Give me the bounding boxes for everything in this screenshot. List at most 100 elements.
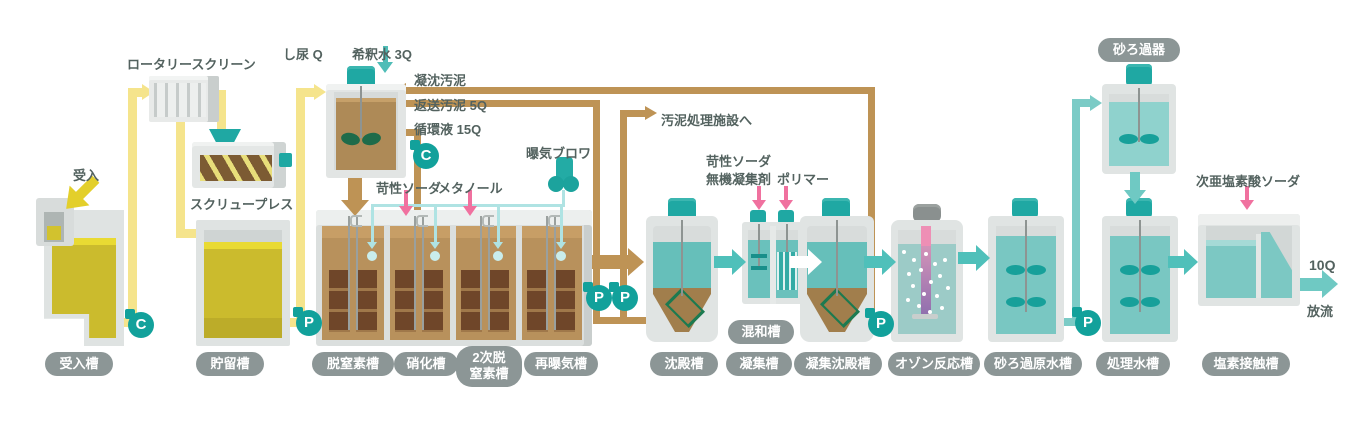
ozone-lamp-top bbox=[921, 226, 931, 246]
pipe-sludge-facility-riser bbox=[620, 110, 627, 322]
methanol-arrow-head bbox=[463, 206, 477, 216]
diffuser-drop bbox=[560, 204, 563, 244]
tank-label-ozone: オゾン反応槽 bbox=[888, 352, 980, 377]
pipe-night-soil-top bbox=[296, 88, 316, 97]
pipe-receiving-riser bbox=[128, 92, 137, 322]
cell-rod bbox=[422, 216, 424, 330]
coag-cage-shaft bbox=[786, 224, 788, 254]
badge-tab bbox=[865, 308, 875, 318]
pipe-screen-to-storage-v bbox=[176, 114, 185, 236]
pipe-settling-bottom bbox=[593, 317, 653, 324]
flow-arrow-coag-white bbox=[790, 256, 808, 268]
polymer-label: ポリマー bbox=[777, 172, 830, 187]
discharge-arrow bbox=[1300, 278, 1322, 291]
media-blocks bbox=[461, 270, 509, 332]
diffuser-arrowhead bbox=[493, 242, 503, 249]
mixer-mount-icon bbox=[548, 215, 560, 227]
pipe-screen-to-press-v bbox=[217, 90, 226, 132]
compressor-badge-circulation: C bbox=[410, 140, 439, 169]
mixing-paddle-shaft bbox=[758, 224, 760, 270]
arrow-sandfilter-down-head bbox=[1124, 190, 1146, 204]
pipe-circulation-h bbox=[406, 129, 418, 136]
cell-wall bbox=[450, 226, 456, 340]
blower-lobe-left bbox=[548, 176, 564, 192]
cell-rod bbox=[480, 216, 482, 330]
sandfilter-propeller bbox=[1140, 134, 1159, 144]
pipe-coag-sludge-riser bbox=[868, 87, 875, 313]
cell-rod bbox=[554, 216, 556, 330]
badge-tab bbox=[293, 307, 303, 317]
hypochlorite-arrow-shaft bbox=[1245, 186, 1249, 202]
diffuser-bubble bbox=[430, 251, 440, 261]
hypochlorite-arrow-head bbox=[1240, 200, 1254, 210]
dilution-water-arrow-shaft bbox=[383, 46, 388, 64]
pump-badge-storage: P bbox=[293, 307, 322, 336]
rotary-screen-slats bbox=[154, 83, 206, 117]
tank-label-receiving: 受入槽 bbox=[45, 352, 113, 377]
media-blocks bbox=[395, 270, 443, 332]
blower-drop-line bbox=[562, 190, 565, 206]
arrow-dilution-to-denite-shaft bbox=[348, 174, 362, 202]
badge-letter: P bbox=[593, 289, 604, 306]
pipe-return-sludge-riser bbox=[593, 100, 600, 320]
chlorine-weir-wall bbox=[1256, 234, 1261, 298]
diffuser-drop bbox=[434, 204, 437, 244]
tank-label-mixing: 混和槽 bbox=[728, 320, 794, 345]
mixer-mount-icon bbox=[416, 215, 428, 227]
diffuser-arrowhead bbox=[367, 242, 377, 249]
ozone-lamp-base bbox=[912, 314, 938, 319]
sandfilter-mixer-shaft bbox=[1138, 88, 1140, 142]
cell-rod bbox=[546, 216, 548, 330]
caustic-soda-label-2: 苛性ソーダ bbox=[706, 154, 772, 169]
inorganic-coagulant-label: 無機凝集剤 bbox=[706, 172, 772, 187]
badge-tab bbox=[125, 309, 135, 319]
caustic-arrow-shaft bbox=[404, 190, 408, 208]
treated-mixer-shaft bbox=[1139, 220, 1141, 312]
compressor-badge-receiving: C bbox=[125, 309, 154, 338]
diffuser-drop bbox=[371, 204, 374, 244]
settling-mixer-shaft bbox=[681, 220, 683, 296]
coagulant-arrow-shaft bbox=[757, 186, 761, 202]
flow-arrow-coag-white-head bbox=[808, 249, 822, 275]
cell-wall bbox=[384, 226, 390, 340]
blower-lobe-right bbox=[563, 176, 579, 192]
night-soil-label: し尿 Q bbox=[283, 47, 323, 62]
sandfilter-cap bbox=[1126, 64, 1152, 86]
dilution-water-arrow-head bbox=[377, 62, 393, 73]
pipe-circulation-riser bbox=[414, 129, 421, 217]
caustic-soda-label-1: 苛性ソーダ bbox=[376, 181, 442, 196]
blower-label: 曝気ブロワ bbox=[526, 146, 592, 161]
twin-tank-divider bbox=[770, 226, 776, 304]
media-blocks bbox=[527, 270, 575, 332]
mixing-paddle bbox=[751, 266, 767, 270]
badge-tab bbox=[609, 282, 619, 292]
diffuser-bubble bbox=[556, 251, 566, 261]
tank-label-denitrification: 脱窒素槽 bbox=[312, 352, 394, 377]
arrow-dilution-to-denite-head bbox=[341, 200, 369, 216]
polymer-arrow-shaft bbox=[784, 186, 788, 202]
tank-label-treated-water: 処理水槽 bbox=[1096, 352, 1170, 377]
cell-rod bbox=[356, 216, 358, 330]
flow-arrow-ozone-head bbox=[882, 249, 896, 275]
flow-arrow-settling bbox=[714, 256, 732, 268]
flow-arrow-chlorine bbox=[1168, 256, 1184, 268]
arrow-into-sandfilter bbox=[1090, 95, 1102, 111]
badge-letter: P bbox=[1082, 314, 1093, 331]
circulation-label: 循環液 15Q bbox=[414, 122, 482, 137]
pipe-coag-sludge-h bbox=[406, 87, 874, 94]
pump-badge-sandfilter: P bbox=[1072, 307, 1101, 336]
pipe-storage-riser bbox=[296, 92, 305, 318]
intake-label: 受入 bbox=[73, 168, 100, 183]
sandraw-propeller bbox=[1027, 297, 1046, 307]
arrow-sandfilter-down-shaft bbox=[1130, 172, 1140, 192]
badge-letter: C bbox=[420, 147, 432, 164]
pipe-sludge-facility-h bbox=[620, 110, 646, 117]
coag-sludge-label: 凝沈汚泥 bbox=[414, 73, 467, 88]
methanol-label: メタノール bbox=[438, 181, 503, 196]
receiving-tank-liquid-surface bbox=[52, 238, 116, 245]
treated-propeller bbox=[1141, 297, 1160, 307]
pipe-sandfilter-riser bbox=[1072, 99, 1080, 324]
pipe-sandfilter-top bbox=[1072, 99, 1092, 107]
flow-arrow-ozone bbox=[864, 256, 882, 268]
flow-arrow-settling-head bbox=[732, 249, 746, 275]
